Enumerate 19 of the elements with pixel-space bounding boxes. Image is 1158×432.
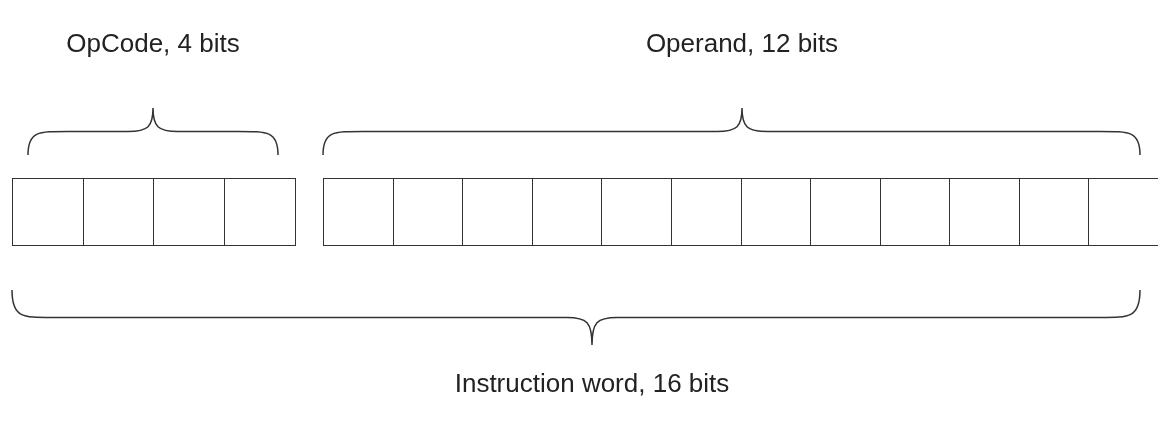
bit-cell bbox=[462, 178, 534, 246]
bit-cell bbox=[153, 178, 225, 246]
bit-cell bbox=[82, 178, 155, 246]
brace-label: Instruction word, 16 bits bbox=[454, 368, 730, 399]
bit-cell bbox=[223, 178, 296, 246]
brace-label: Operand, 12 bits bbox=[645, 28, 839, 59]
bit-cell bbox=[601, 178, 673, 246]
bit-cell bbox=[670, 178, 742, 246]
bit-cell bbox=[949, 178, 1021, 246]
brace-label: OpCode, 4 bits bbox=[66, 28, 240, 59]
bit-cell bbox=[392, 178, 464, 246]
bit-cell bbox=[810, 178, 882, 246]
bit-cell bbox=[1018, 178, 1090, 246]
bit-cell bbox=[1088, 178, 1158, 246]
bit-cell bbox=[531, 178, 603, 246]
bit-cell bbox=[323, 178, 395, 246]
bit-cell bbox=[12, 178, 84, 246]
bit-cell bbox=[879, 178, 951, 246]
bit-cell bbox=[740, 178, 812, 246]
